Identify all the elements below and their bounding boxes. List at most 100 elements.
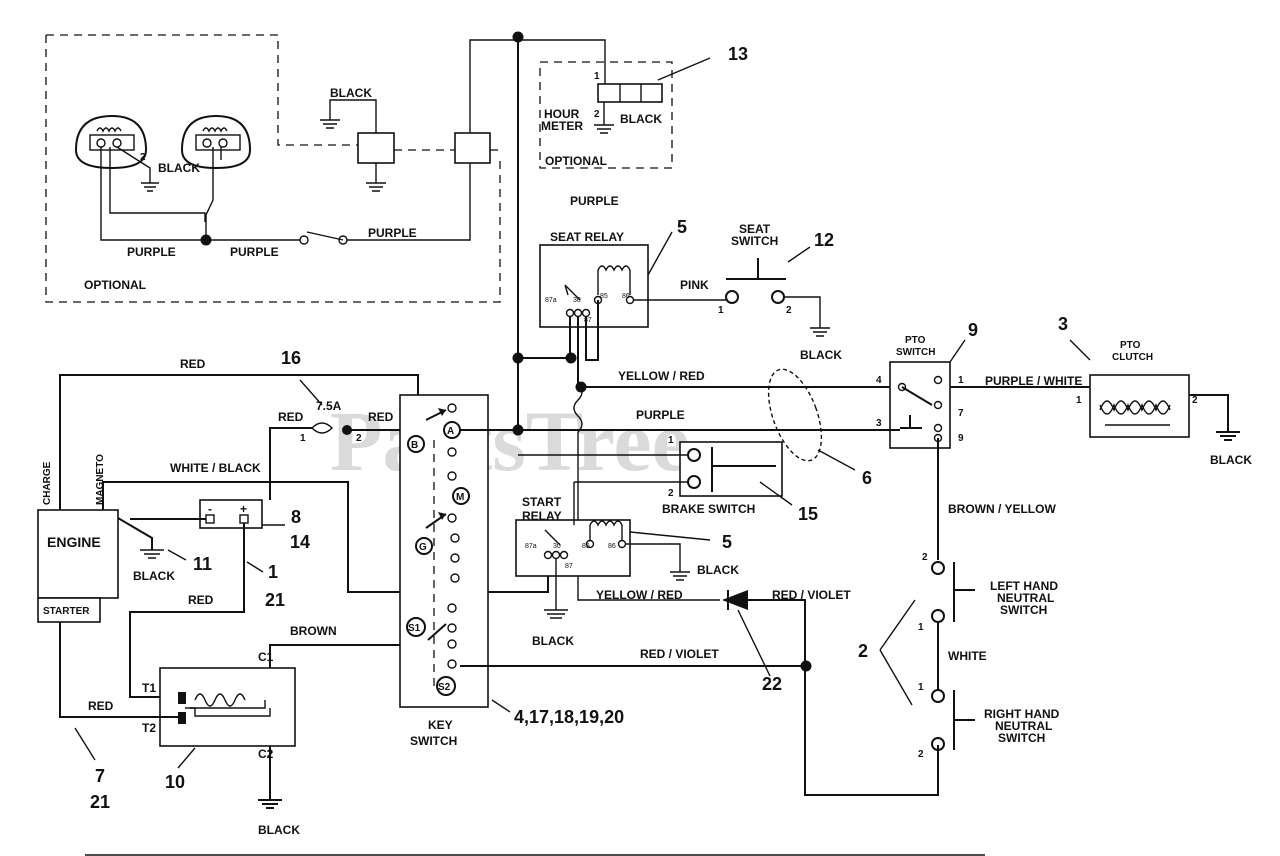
pto-pin-3: 3 bbox=[876, 418, 882, 429]
right-neutral-pin-2: 2 bbox=[918, 749, 924, 760]
light-relay-left bbox=[320, 99, 395, 192]
left-neutral-label-3: SWITCH bbox=[1000, 603, 1047, 617]
seat-relay-30: 30 bbox=[573, 297, 581, 304]
label-purple-1: PURPLE bbox=[127, 245, 176, 259]
watermark: PartsTree bbox=[330, 393, 690, 489]
key-terminal-s2 bbox=[436, 676, 456, 696]
pto-pin-4: 4 bbox=[876, 375, 882, 386]
label-red-battery: RED bbox=[188, 593, 214, 607]
key-terminal-m-label: M bbox=[456, 492, 464, 503]
callout-9: 9 bbox=[968, 320, 978, 340]
label-red-starter: RED bbox=[88, 699, 114, 713]
light-relay-right bbox=[454, 132, 491, 164]
label-seat-switch: SWITCH bbox=[731, 234, 778, 248]
label-black-pto-clutch: BLACK bbox=[1210, 453, 1252, 467]
callout-8: 8 bbox=[291, 507, 301, 527]
label-brown-yellow: BROWN / YELLOW bbox=[948, 502, 1056, 516]
key-terminal-b-label: B bbox=[411, 440, 418, 451]
callout-15: 15 bbox=[798, 504, 818, 524]
callout-1: 1 bbox=[268, 562, 278, 582]
label-purple-2: PURPLE bbox=[230, 245, 279, 259]
fuse-pin-2: 2 bbox=[356, 433, 362, 444]
label-black-solenoid: BLACK bbox=[258, 823, 300, 837]
hour-meter-group: 1 2 BLACK HOUR METER OPTIONAL 13 bbox=[518, 39, 748, 169]
label-red-fuse: RED bbox=[278, 410, 304, 424]
label-black-hour-meter: BLACK bbox=[620, 112, 662, 126]
pto-pin-7: 7 bbox=[958, 408, 964, 419]
brake-pin-1: 1 bbox=[668, 435, 674, 446]
junction-dot bbox=[512, 31, 524, 43]
label-red-violet-bottom: RED / VIOLET bbox=[640, 647, 719, 661]
callout-13: 13 bbox=[728, 44, 748, 64]
label-meter: METER bbox=[541, 119, 583, 133]
seat-relay-title: SEAT RELAY bbox=[550, 230, 624, 244]
pto-clutch-pin-2: 2 bbox=[1192, 395, 1198, 406]
label-optional-lights: OPTIONAL bbox=[84, 278, 146, 292]
callout-16: 16 bbox=[281, 348, 301, 368]
seat-relay-86: 86 bbox=[622, 293, 630, 300]
start-relay-87: 87 bbox=[565, 563, 573, 570]
key-terminal-m bbox=[452, 487, 470, 505]
start-relay-87a: 87a bbox=[525, 543, 537, 550]
light-switch bbox=[299, 231, 348, 245]
label-black-headlight: BLACK bbox=[158, 161, 200, 175]
solenoid-t1: T1 bbox=[142, 681, 156, 695]
label-hour: HOUR bbox=[544, 107, 580, 121]
callout-key-switch: 4,17,18,19,20 bbox=[514, 707, 624, 727]
fuse-rating-label: 7.5A bbox=[316, 399, 342, 413]
start-relay-group: START RELAY 87a 30 87 85 86 BLACK BLACK … bbox=[515, 482, 739, 648]
seat-switch-pin-2: 2 bbox=[786, 305, 792, 316]
label-purple-bus: PURPLE bbox=[570, 194, 619, 208]
label-yellow-red-bottom: YELLOW / RED bbox=[596, 588, 683, 602]
ground-pin-2-label: 2 bbox=[140, 152, 146, 163]
start-relay-86: 86 bbox=[608, 543, 616, 550]
label-seat: SEAT bbox=[739, 222, 771, 236]
solenoid-t2: T2 bbox=[142, 721, 156, 735]
label-black-start-relay: BLACK bbox=[697, 563, 739, 577]
label-yellow-red-top: YELLOW / RED bbox=[618, 369, 705, 383]
key-terminal-g-label: G bbox=[419, 542, 427, 553]
pto-clutch-group: PURPLE / WHITE PTO CLUTCH 1 2 BLACK 3 bbox=[950, 314, 1252, 467]
right-neutral-label-1: RIGHT HAND bbox=[984, 707, 1060, 721]
brake-switch-label: BRAKE SWITCH bbox=[662, 502, 755, 516]
label-white: WHITE bbox=[948, 649, 987, 663]
callout-12: 12 bbox=[814, 230, 834, 250]
pto-clutch-label-clutch: CLUTCH bbox=[1112, 352, 1153, 363]
callout-21-bottom: 21 bbox=[90, 792, 110, 812]
left-neutral-pin-2: 2 bbox=[922, 552, 928, 563]
label-purple-white: PURPLE / WHITE bbox=[985, 374, 1082, 388]
pto-clutch-pin-1: 1 bbox=[1076, 395, 1082, 406]
label-black-relay: BLACK bbox=[330, 86, 372, 100]
pto-switch-label-switch: SWITCH bbox=[896, 347, 935, 358]
key-terminal-s1-label: S1 bbox=[408, 623, 421, 634]
callout-7: 7 bbox=[95, 766, 105, 786]
battery-minus: - bbox=[208, 502, 212, 516]
interlock-loop bbox=[767, 368, 823, 462]
headlight-left bbox=[74, 114, 148, 170]
starter-solenoid-group: T1 T2 C1 C2 10 bbox=[142, 650, 296, 792]
label-black-battery: BLACK bbox=[133, 569, 175, 583]
solenoid-c2: C2 bbox=[258, 747, 274, 761]
left-neutral-pin-1: 1 bbox=[918, 622, 924, 633]
callout-3: 3 bbox=[1058, 314, 1068, 334]
label-white-black: WHITE / BLACK bbox=[170, 461, 261, 475]
pto-switch-group: PTO SWITCH 4 3 1 7 9 9 BROWN / YELLOW bbox=[876, 320, 1056, 560]
label-red-fuse-2: RED bbox=[368, 410, 394, 424]
seat-relay-85: 85 bbox=[600, 293, 608, 300]
engine-group: ENGINE STARTER CHARGE MAGNETO bbox=[37, 454, 119, 623]
callout-14: 14 bbox=[290, 532, 310, 552]
hour-meter-pin-2: 2 bbox=[594, 109, 600, 120]
callout-22: 22 bbox=[762, 674, 782, 694]
key-terminal-s1 bbox=[406, 617, 426, 637]
solenoid-c1: C1 bbox=[258, 650, 274, 664]
fuse-group: 7.5A RED RED 1 2 16 bbox=[269, 348, 394, 500]
starter-label: STARTER bbox=[43, 606, 90, 617]
seat-switch-pin-1: 1 bbox=[718, 305, 724, 316]
wire-white-black bbox=[102, 481, 549, 593]
label-optional-hour: OPTIONAL bbox=[545, 154, 607, 168]
wire-red-starter bbox=[59, 622, 180, 718]
callout-10: 10 bbox=[165, 772, 185, 792]
key-terminal-a-label: A bbox=[447, 426, 454, 437]
left-neutral-label-2: NEUTRAL bbox=[997, 591, 1054, 605]
